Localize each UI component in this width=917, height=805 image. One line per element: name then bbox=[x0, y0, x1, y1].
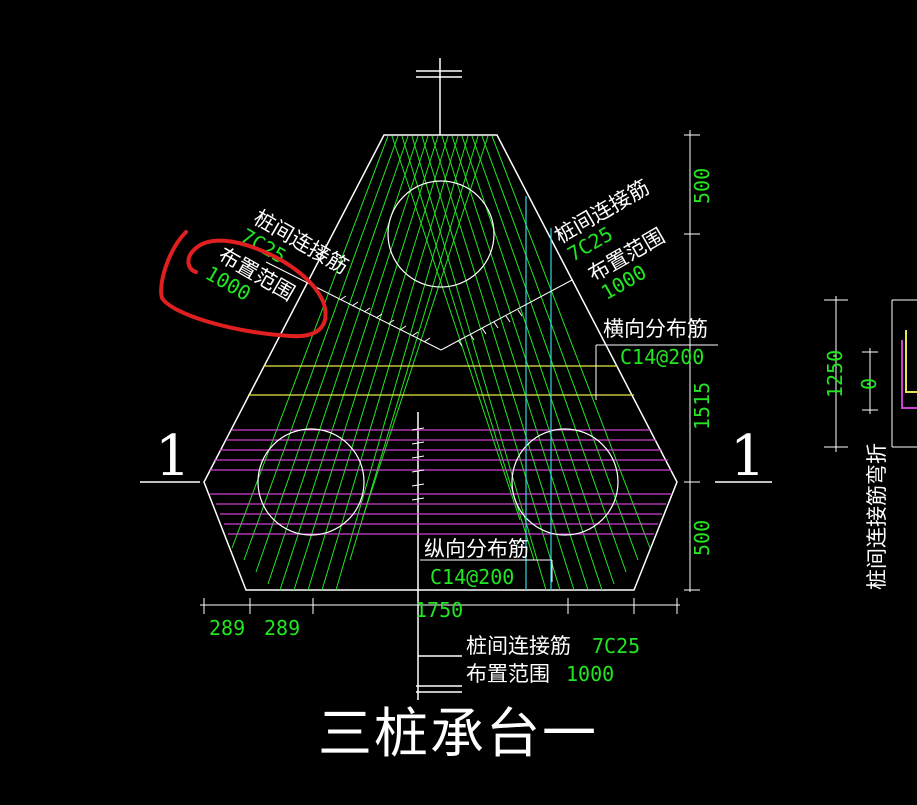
pile-top bbox=[387, 180, 495, 288]
pile-cap-outline bbox=[203, 134, 678, 591]
section-mark-left: 1 bbox=[155, 424, 191, 489]
bottom-bar-spec: 7C25 bbox=[592, 634, 640, 658]
dim-right-bottom: 500 bbox=[690, 520, 714, 556]
dim-bottom-a: 289 bbox=[209, 616, 245, 640]
drawing-title: 三桩承台一 bbox=[318, 702, 598, 765]
leader-lines bbox=[265, 261, 718, 582]
axis-top-marker bbox=[416, 58, 462, 135]
leader-ticks bbox=[339, 295, 523, 501]
section-mark-right: 1 bbox=[730, 424, 766, 489]
bottom-range-label: 布置范围 bbox=[466, 662, 550, 686]
pile-bottom-left bbox=[257, 428, 365, 536]
cyan-lines bbox=[525, 196, 552, 590]
bottom-bar-name: 桩间连接筋 bbox=[466, 634, 571, 658]
side-dim-1250: 1250 bbox=[823, 350, 847, 398]
pile-bottom-right bbox=[511, 428, 619, 536]
dim-bottom-b: 289 bbox=[264, 616, 300, 640]
right-dimension-line bbox=[684, 130, 700, 592]
side-view-label: 桩间连接筋弯折 bbox=[865, 443, 889, 590]
longitudinal-label: 纵向分布筋 bbox=[424, 537, 529, 561]
transverse-label: 横向分布筋 bbox=[603, 317, 708, 341]
side-view-lines bbox=[824, 296, 917, 452]
bottom-dimension-line bbox=[200, 598, 680, 614]
side-view-rebar bbox=[901, 330, 917, 409]
dim-right-middle: 1515 bbox=[690, 382, 714, 430]
left-annotation: 桩间连接筋 7C25 布置范围 1000 bbox=[201, 206, 352, 306]
red-markup-circle bbox=[159, 230, 328, 339]
bottom-range-value: 1000 bbox=[566, 662, 614, 686]
transverse-bars bbox=[248, 365, 634, 396]
dim-bottom-total: 1750 bbox=[415, 598, 463, 622]
dim-right-top: 500 bbox=[690, 168, 714, 204]
side-dim-0: 0 bbox=[857, 378, 881, 390]
longitudinal-spec: C14@200 bbox=[430, 565, 514, 589]
transverse-spec: C14@200 bbox=[620, 345, 704, 369]
right-annotation: 桩间连接筋 7C25 布置范围 1000 bbox=[551, 175, 669, 305]
rebar-band-top-left bbox=[231, 135, 489, 591]
rebar-band-top-right bbox=[391, 135, 651, 591]
